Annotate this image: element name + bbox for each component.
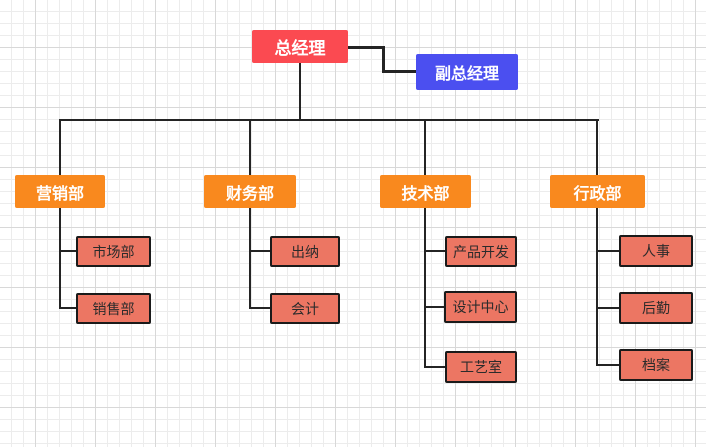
node-label: 副总经理 [434, 66, 499, 83]
node-general-manager[interactable]: 总经理 [252, 30, 348, 63]
node-label: 技术部 [401, 185, 450, 203]
connector-line [249, 307, 270, 309]
node-label: 行政部 [573, 185, 622, 203]
connector-line [382, 46, 385, 73]
node-sub-archives[interactable]: 档案 [619, 349, 693, 381]
node-dept-administration[interactable]: 行政部 [550, 175, 645, 208]
node-label: 后勤 [642, 300, 670, 316]
connector-line [59, 250, 76, 252]
node-label: 档案 [642, 357, 670, 373]
node-sub-logistics[interactable]: 后勤 [619, 292, 693, 324]
connector-line [424, 306, 444, 308]
connector-line [424, 250, 445, 252]
node-dept-finance[interactable]: 财务部 [204, 175, 296, 208]
connector-line [249, 250, 270, 252]
node-sub-sales-dept[interactable]: 销售部 [76, 293, 151, 324]
node-dept-marketing[interactable]: 营销部 [15, 175, 105, 208]
connector-line [596, 119, 598, 366]
node-sub-market-dept[interactable]: 市场部 [76, 236, 151, 267]
node-sub-cashier[interactable]: 出纳 [270, 236, 340, 267]
connector-line [424, 366, 445, 368]
node-label: 营销部 [35, 185, 84, 203]
node-label: 设计中心 [452, 299, 509, 315]
connector-line [382, 70, 416, 73]
connector-line [596, 250, 619, 252]
node-label: 销售部 [92, 300, 135, 317]
connector-line [596, 364, 619, 366]
node-label: 人事 [642, 243, 670, 259]
connector-line [299, 63, 301, 120]
connector-line [348, 46, 385, 49]
node-label: 产品开发 [453, 243, 509, 260]
node-sub-product-development[interactable]: 产品开发 [445, 236, 517, 267]
connector-line [249, 119, 251, 309]
node-sub-design-center[interactable]: 设计中心 [444, 291, 517, 323]
node-label: 市场部 [92, 243, 135, 260]
node-label: 工艺室 [460, 359, 502, 375]
connector-line [424, 119, 426, 368]
connector-line [59, 119, 61, 309]
node-label: 会计 [291, 300, 319, 317]
connector-line [59, 119, 599, 121]
node-sub-craft-room[interactable]: 工艺室 [445, 351, 517, 383]
connector-line [59, 307, 76, 309]
node-dept-technology[interactable]: 技术部 [380, 175, 471, 208]
node-sub-accounting[interactable]: 会计 [270, 293, 340, 324]
node-label: 出纳 [291, 243, 319, 260]
node-label: 财务部 [225, 185, 274, 203]
node-sub-hr[interactable]: 人事 [619, 235, 693, 267]
node-label: 总经理 [274, 39, 326, 58]
node-deputy-general-manager[interactable]: 副总经理 [416, 54, 518, 90]
connector-line [596, 307, 619, 309]
